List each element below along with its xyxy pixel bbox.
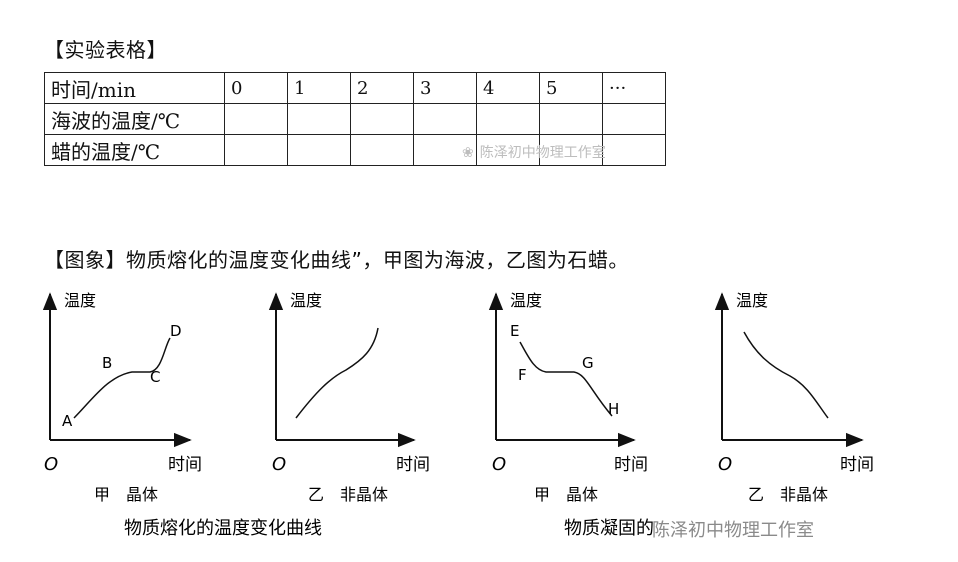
x-axis-label: 时间 bbox=[614, 455, 648, 475]
graph-caption: 乙 非晶体 bbox=[308, 485, 388, 504]
origin-label: O bbox=[44, 454, 58, 475]
table-cell bbox=[350, 134, 414, 166]
point-label: F bbox=[518, 366, 527, 384]
table-row: 时间/min 0 1 2 3 4 5 ··· bbox=[44, 72, 666, 104]
time-cell: 1 bbox=[287, 72, 351, 104]
x-axis-label: 时间 bbox=[840, 455, 874, 475]
table-cell bbox=[350, 103, 414, 135]
origin-label: O bbox=[718, 454, 732, 475]
experiment-table: 时间/min 0 1 2 3 4 5 ··· 海波的温度/℃ 蜡的温度/℃ bbox=[44, 72, 666, 166]
solidification-group-title: 物质凝固的 bbox=[564, 518, 654, 539]
watermark-table: ❀ 陈泽初中物理工作室 bbox=[462, 142, 606, 162]
wechat-icon: ❀ bbox=[462, 145, 474, 161]
point-label: G bbox=[582, 354, 594, 372]
graph-crystal-melting: 温度 时间 O A B C D 甲 晶体 bbox=[42, 291, 202, 504]
y-axis-label: 温度 bbox=[510, 291, 542, 310]
table-cell bbox=[224, 134, 288, 166]
time-cell: 3 bbox=[413, 72, 477, 104]
graph-amorphous-solidification: 温度 时间 O 乙 非晶体 bbox=[714, 291, 874, 504]
time-header-cell: 时间/min bbox=[44, 72, 225, 104]
hypo-temp-row-label: 海波的温度/℃ bbox=[44, 103, 225, 135]
watermark-graph: 陈泽初中物理工作室 bbox=[652, 520, 814, 541]
table-heading: 【实验表格】 bbox=[44, 38, 167, 62]
time-cell: 0 bbox=[224, 72, 288, 104]
y-axis-label: 温度 bbox=[64, 291, 96, 310]
point-label: A bbox=[62, 412, 73, 430]
melting-curve bbox=[73, 337, 171, 419]
graph-caption: 甲 晶体 bbox=[94, 485, 158, 504]
graph-caption: 甲 晶体 bbox=[534, 485, 598, 504]
graph-caption: 乙 非晶体 bbox=[748, 485, 828, 504]
table-cell bbox=[539, 103, 603, 135]
point-label: E bbox=[510, 322, 519, 340]
table-row: 蜡的温度/℃ bbox=[44, 134, 666, 166]
origin-label: O bbox=[272, 454, 286, 475]
table-cell bbox=[476, 103, 540, 135]
time-cell: 2 bbox=[350, 72, 414, 104]
table-cell bbox=[413, 103, 477, 135]
time-cell: 5 bbox=[539, 72, 603, 104]
wax-temp-row-label: 蜡的温度/℃ bbox=[44, 134, 225, 166]
melting-curve bbox=[295, 327, 379, 419]
table-cell bbox=[602, 103, 666, 135]
table-cell bbox=[287, 103, 351, 135]
table-cell bbox=[602, 134, 666, 166]
graph-amorphous-melting: 温度 时间 O 乙 非晶体 bbox=[268, 291, 430, 504]
point-label: C bbox=[150, 368, 160, 386]
time-cell: ··· bbox=[602, 72, 666, 104]
solidification-curve bbox=[519, 341, 613, 417]
table-cell bbox=[224, 103, 288, 135]
melting-group-title: 物质熔化的温度变化曲线 bbox=[124, 518, 322, 539]
table-cell bbox=[287, 134, 351, 166]
y-axis-label: 温度 bbox=[736, 291, 768, 310]
point-label: H bbox=[608, 400, 619, 418]
y-axis-label: 温度 bbox=[290, 291, 322, 310]
x-axis-label: 时间 bbox=[396, 455, 430, 475]
watermark-text: 陈泽初中物理工作室 bbox=[479, 145, 606, 161]
solidification-curve bbox=[743, 331, 829, 419]
point-label: D bbox=[170, 322, 182, 340]
curve-figures: 温度 时间 O A B C D 甲 晶体 温度 时间 O 乙 非晶体 温度 时间… bbox=[42, 291, 874, 541]
graph-crystal-solidification: 温度 时间 O E F G H 甲 晶体 bbox=[488, 291, 648, 504]
table-row: 海波的温度/℃ bbox=[44, 103, 666, 135]
graph-heading: 【图象】物质熔化的温度变化曲线”，甲图为海波，乙图为石蜡。 bbox=[44, 248, 629, 272]
origin-label: O bbox=[492, 454, 506, 475]
x-axis-label: 时间 bbox=[168, 455, 202, 475]
time-cell: 4 bbox=[476, 72, 540, 104]
point-label: B bbox=[102, 354, 112, 372]
table-cell bbox=[413, 134, 477, 166]
